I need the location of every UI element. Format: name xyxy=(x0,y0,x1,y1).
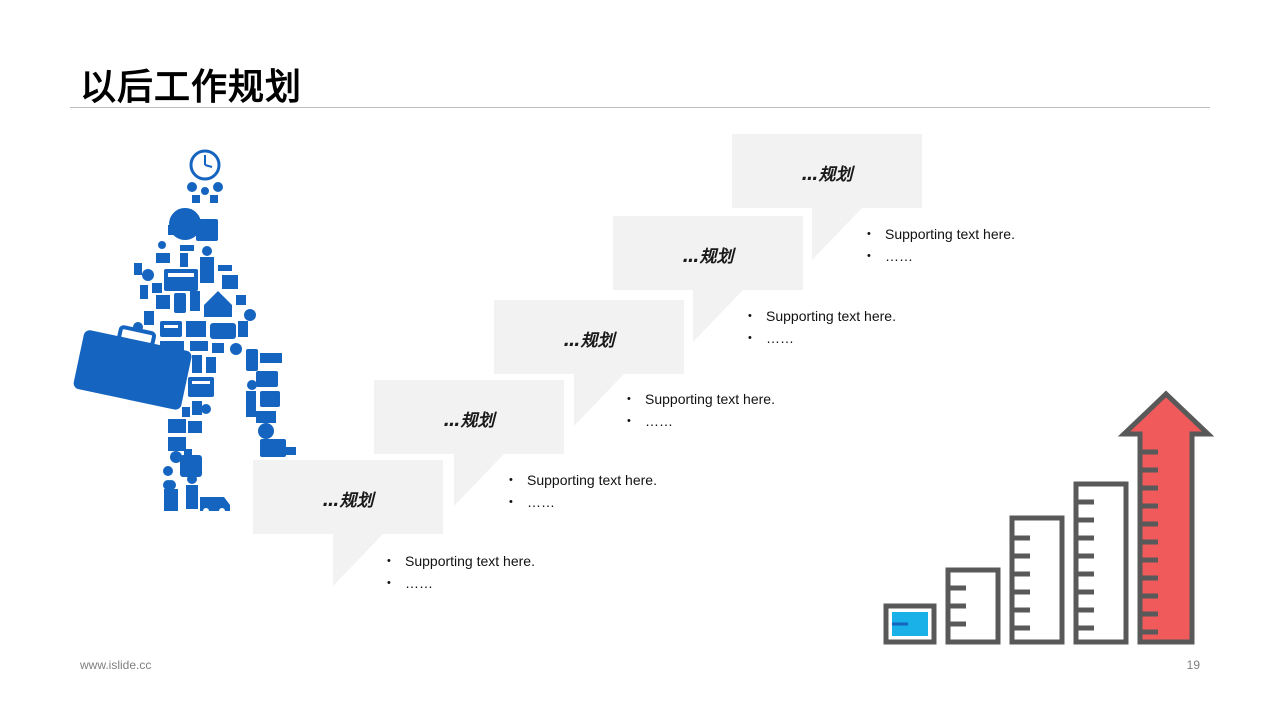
list-item: • …… xyxy=(509,491,657,513)
bullet-dot: • xyxy=(748,310,752,322)
bullet-dot: • xyxy=(867,228,871,240)
bullet-text: Supporting text here. xyxy=(645,391,775,407)
step-4-bullets: • Supporting text here. • …… xyxy=(748,305,896,349)
bullet-dot: • xyxy=(509,496,513,508)
step-1-label: …规划 xyxy=(322,491,374,511)
step-4-label: …规划 xyxy=(682,247,734,267)
bullet-text: Supporting text here. xyxy=(766,308,896,324)
step-2-bullets: • Supporting text here. • …… xyxy=(509,469,657,513)
list-item: • …… xyxy=(867,245,1015,267)
list-item: • Supporting text here. xyxy=(867,223,1015,245)
list-item: • …… xyxy=(748,327,896,349)
step-3-label: …规划 xyxy=(563,331,615,351)
list-item: • …… xyxy=(627,410,775,432)
bullet-dot: • xyxy=(387,577,391,589)
page-title: 以后工作规划 xyxy=(80,67,303,108)
list-item: • Supporting text here. xyxy=(748,305,896,327)
step-4-bubble: …规划 xyxy=(613,216,803,366)
list-item: • Supporting text here. xyxy=(509,469,657,491)
bullet-dot: • xyxy=(387,555,391,567)
list-item: • Supporting text here. xyxy=(627,388,775,410)
step-5-bullets: • Supporting text here. • …… xyxy=(867,223,1015,267)
up-arrow-icon xyxy=(1117,390,1215,645)
step-2-bubble: …规划 xyxy=(374,380,564,530)
briefcase-icon xyxy=(73,325,192,410)
bullet-text: Supporting text here. xyxy=(405,553,535,569)
list-item: • …… xyxy=(387,572,535,594)
step-3-bubble: …规划 xyxy=(494,300,684,450)
step-5-bubble: …规划 xyxy=(732,134,922,284)
step-3-bullets: • Supporting text here. • …… xyxy=(627,388,775,432)
businessman-icon-collage xyxy=(60,145,320,525)
bullet-text: …… xyxy=(766,330,794,346)
title-divider xyxy=(70,107,1210,108)
step-2-label: …规划 xyxy=(443,411,495,431)
bullet-text: …… xyxy=(645,413,673,429)
bullet-dot: • xyxy=(867,250,871,262)
bullet-text: Supporting text here. xyxy=(885,226,1015,242)
bullet-dot: • xyxy=(509,474,513,486)
footer-url: www.islide.cc xyxy=(80,658,152,672)
bullet-text: …… xyxy=(885,248,913,264)
step-5-label: …规划 xyxy=(801,165,853,185)
bullet-text: …… xyxy=(527,494,555,510)
growth-bars-icon xyxy=(878,388,1215,650)
bullet-text: …… xyxy=(405,575,433,591)
bullet-dot: • xyxy=(627,415,631,427)
step-1-bubble: …规划 xyxy=(253,460,443,610)
bullet-dot: • xyxy=(748,332,752,344)
bullet-dot: • xyxy=(627,393,631,405)
list-item: • Supporting text here. xyxy=(387,550,535,572)
bullet-text: Supporting text here. xyxy=(527,472,657,488)
page-number: 19 xyxy=(1186,658,1200,672)
step-1-bullets: • Supporting text here. • …… xyxy=(387,550,535,594)
